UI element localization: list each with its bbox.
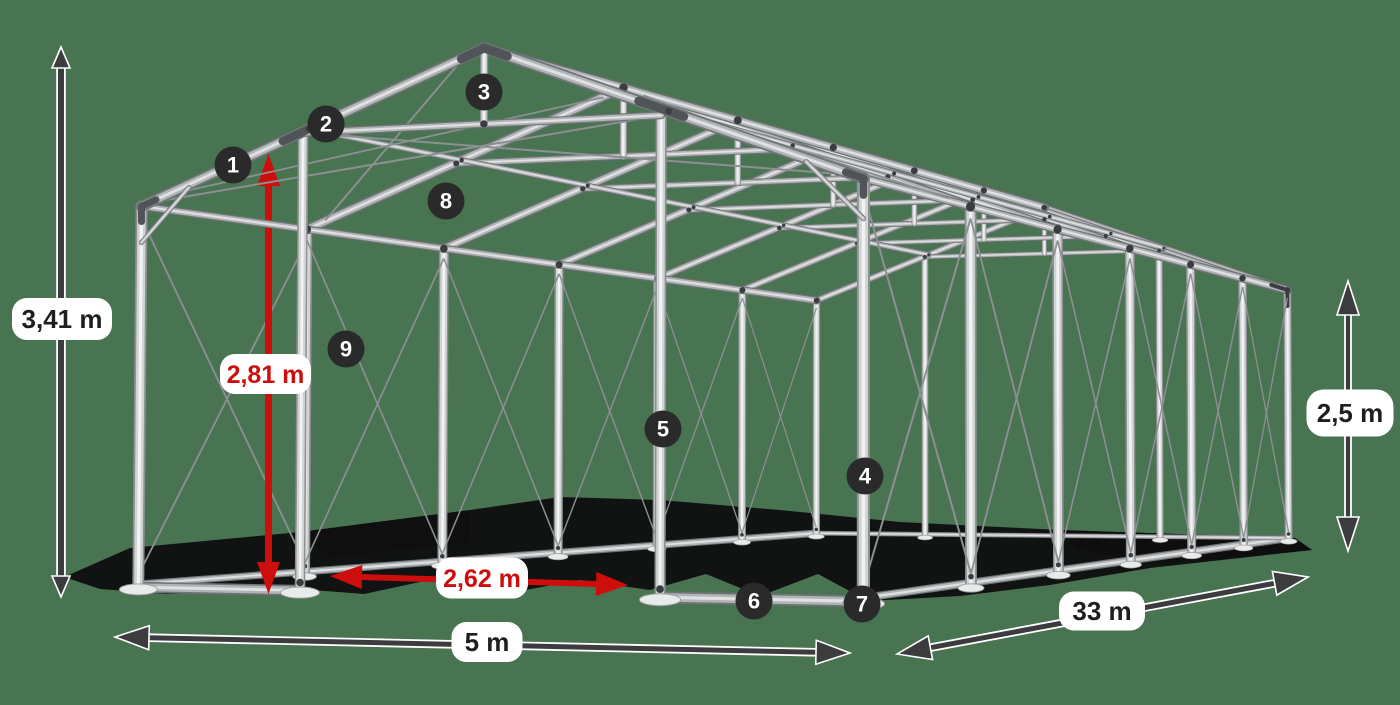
svg-text:6: 6 — [748, 589, 760, 614]
svg-text:2: 2 — [320, 112, 332, 137]
svg-text:4: 4 — [859, 464, 872, 489]
svg-text:8: 8 — [440, 189, 452, 214]
svg-text:1: 1 — [227, 153, 239, 178]
svg-text:2,5 m: 2,5 m — [1317, 398, 1384, 428]
svg-text:9: 9 — [340, 337, 352, 362]
svg-text:5 m: 5 m — [465, 627, 510, 657]
svg-text:3,41 m: 3,41 m — [22, 304, 103, 334]
svg-text:33 m: 33 m — [1072, 596, 1131, 626]
svg-text:5: 5 — [657, 417, 669, 442]
svg-text:7: 7 — [856, 592, 868, 617]
svg-text:2,62 m: 2,62 m — [443, 565, 521, 593]
svg-text:3: 3 — [478, 80, 490, 105]
svg-text:2,81 m: 2,81 m — [227, 361, 305, 389]
